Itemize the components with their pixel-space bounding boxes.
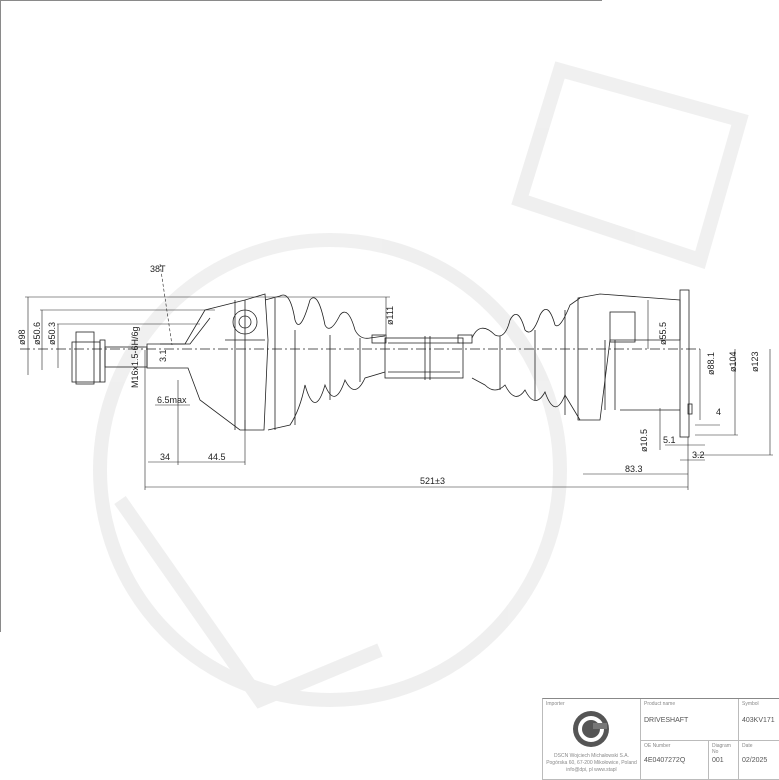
dim-small-right: 4 — [716, 407, 721, 417]
dim-dia-111: ø111 — [385, 306, 395, 325]
dim-dia-50-3: ø50.3 — [47, 322, 57, 345]
dim-dia-104: ø104 — [728, 351, 738, 372]
symbol-value: 403KV171 — [742, 717, 775, 724]
bolt — [71, 331, 148, 385]
dim-dia-98: ø98 — [17, 329, 27, 345]
drawing-no-cell: Diagram No 001 — [709, 741, 739, 780]
product-name-cell: Product name DRIVESHAFT — [641, 699, 739, 741]
inner-cv-joint-flange — [577, 289, 693, 438]
oe-number-cell: OE Number 4E0407272Q — [641, 741, 709, 780]
address-line-2: Pogórska 60, 67-200 Mikołowice, Poland — [546, 760, 637, 766]
dim-len-34: 34 — [160, 452, 170, 462]
part-label-38t: 38T — [150, 264, 166, 274]
dim-len-3-2: 3.2 — [692, 450, 705, 460]
date-label: Date — [742, 743, 753, 749]
address-line-1: DSCN Wojciech Michałowski S.A. — [554, 753, 629, 759]
dim-len-5-1: 5.1 — [663, 435, 676, 445]
dim-dia-88-1: ø88.1 — [706, 352, 716, 375]
dim-gap: 6.5max — [157, 395, 187, 405]
dim-len-44-5: 44.5 — [208, 452, 226, 462]
importer-address: DSCN Wojciech Michałowski S.A. Pogórska … — [545, 753, 638, 774]
frame-border-left — [0, 0, 1, 632]
importer-cell: Importer DSCN Wojciech Michałowski S.A. … — [543, 699, 641, 780]
address-line-3: info@dpi, pl www.stapl — [566, 767, 617, 773]
oe-number-label: OE Number — [644, 743, 671, 749]
drawing-no-value: 001 — [712, 757, 724, 764]
watermark-logo — [93, 61, 749, 709]
title-block: Importer DSCN Wojciech Michałowski S.A. … — [542, 698, 779, 780]
date-cell: Date 02/2025 — [739, 741, 779, 780]
symbol-cell: Symbol 403KV171 — [739, 699, 779, 741]
inner-boot — [471, 297, 581, 421]
dim-len-83-3: 83.3 — [625, 464, 643, 474]
shaft — [371, 334, 473, 380]
oe-number-value: 4E0407272Q — [644, 757, 686, 764]
frame-border-top — [0, 0, 602, 1]
outer-cv-joint — [146, 293, 269, 431]
drawing-no-label: Diagram No — [712, 743, 731, 755]
dim-thread: M16x1.5-6H/6g — [130, 326, 140, 388]
dim-total-length: 521±3 — [420, 476, 445, 486]
dim-dia-50-6: ø50.6 — [32, 322, 42, 345]
product-name-value: DRIVESHAFT — [644, 717, 689, 724]
company-logo-icon — [573, 711, 609, 747]
dim-dia-10-5: ø10.5 — [639, 429, 649, 452]
product-name-label: Product name — [644, 701, 676, 707]
dim-dia-55-5: ø55.5 — [658, 322, 668, 345]
date-value: 02/2025 — [742, 757, 768, 764]
importer-label: Importer — [546, 701, 565, 707]
outer-boot — [264, 294, 386, 431]
symbol-label: Symbol — [742, 701, 759, 707]
dimension-lines — [25, 263, 773, 490]
dim-small-left: 3.1 — [158, 349, 168, 362]
dim-dia-123: ø123 — [750, 351, 760, 372]
